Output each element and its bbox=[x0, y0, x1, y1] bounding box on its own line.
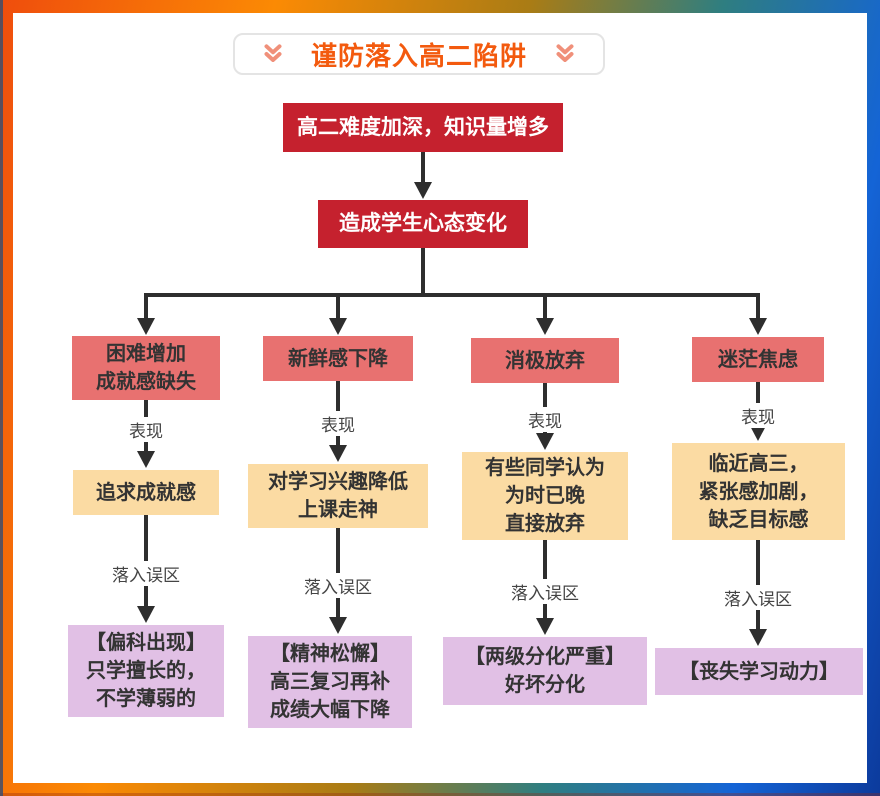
arrowhead bbox=[329, 617, 347, 634]
arrowhead bbox=[536, 433, 554, 450]
arrowhead bbox=[749, 424, 767, 441]
connector-rail-col3 bbox=[543, 293, 547, 319]
node-mistake-2: 【精神松懈】 高三复习再补 成绩大幅下降 bbox=[248, 636, 412, 728]
arrowhead bbox=[749, 629, 767, 646]
node-performance-2: 对学习兴趣降低 上课走神 bbox=[248, 464, 428, 528]
double-chevron-down-icon bbox=[264, 44, 282, 62]
node-mistake-3: 【两级分化严重】 好坏分化 bbox=[443, 637, 647, 705]
connector-effect-rail bbox=[421, 248, 425, 297]
arrowhead bbox=[137, 606, 155, 623]
label-performance-1: 表现 bbox=[124, 417, 168, 442]
node-mindset-3: 消极放弃 bbox=[471, 338, 619, 383]
arrowhead bbox=[329, 318, 347, 335]
page-title: 谨防落入高二陷阱 bbox=[310, 40, 527, 71]
connector-rail-col1 bbox=[144, 293, 148, 319]
double-chevron-down-icon bbox=[556, 44, 574, 62]
connector-root-effect bbox=[421, 152, 425, 183]
label-mistake-3: 落入误区 bbox=[506, 579, 584, 604]
node-mistake-1: 【偏科出现】 只学擅长的， 不学薄弱的 bbox=[68, 625, 224, 717]
arrowhead bbox=[414, 182, 432, 199]
label-performance-2: 表现 bbox=[316, 411, 360, 436]
title-banner: 谨防落入高二陷阱 bbox=[233, 33, 605, 75]
label-performance-3: 表现 bbox=[523, 407, 567, 432]
connector-rail-col2 bbox=[336, 293, 340, 319]
label-mistake-4: 落入误区 bbox=[719, 585, 797, 610]
node-mindset-1: 困难增加 成就感缺失 bbox=[72, 336, 220, 400]
connector-rail-col4 bbox=[756, 293, 760, 319]
node-performance-1: 追求成就感 bbox=[73, 470, 219, 515]
node-performance-4: 临近高三， 紧张感加剧， 缺乏目标感 bbox=[672, 443, 845, 540]
arrowhead bbox=[329, 445, 347, 462]
arrowhead bbox=[137, 318, 155, 335]
node-mistake-4: 【丧失学习动力】 bbox=[655, 648, 863, 695]
node-performance-3: 有些同学认为 为时已晚 直接放弃 bbox=[462, 452, 628, 540]
label-mistake-2: 落入误区 bbox=[299, 573, 377, 598]
label-performance-4: 表现 bbox=[736, 403, 780, 428]
flowchart-canvas: 谨防落入高二陷阱 高二难度加深，知识量增多 造成学生心态变化 困难增加 成就感缺… bbox=[13, 13, 867, 783]
arrowhead bbox=[137, 451, 155, 468]
label-mistake-1: 落入误区 bbox=[107, 561, 185, 586]
arrowhead bbox=[536, 618, 554, 635]
node-root: 高二难度加深，知识量增多 bbox=[283, 103, 563, 152]
node-mindset-2: 新鲜感下降 bbox=[263, 336, 413, 381]
branch-rail bbox=[144, 293, 760, 297]
arrowhead bbox=[536, 318, 554, 335]
node-effect: 造成学生心态变化 bbox=[318, 200, 528, 248]
node-mindset-4: 迷茫焦虑 bbox=[692, 337, 824, 382]
arrowhead bbox=[749, 318, 767, 335]
